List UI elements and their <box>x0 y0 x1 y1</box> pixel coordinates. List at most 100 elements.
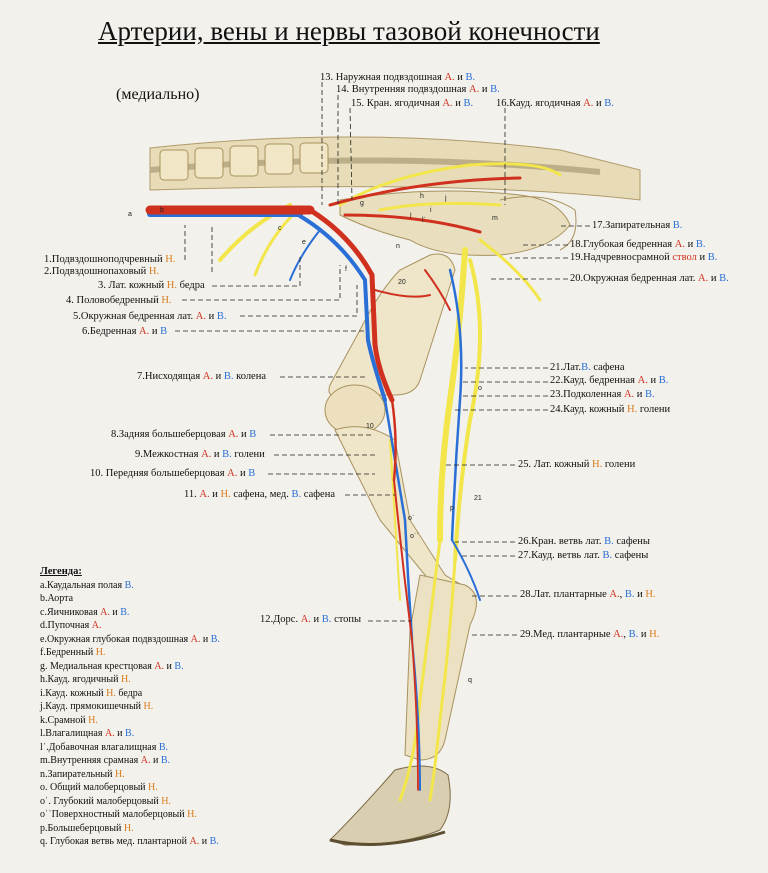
label-part: и <box>708 273 720 284</box>
label-part: m.Внутренняя срамная <box>40 755 141 766</box>
label-part: В. <box>223 371 234 382</box>
label-part: и <box>647 375 659 386</box>
legend-item: d.Пупочная А. <box>40 619 220 633</box>
label-7: 7.Нисходящая А. и В. колена <box>137 371 266 383</box>
label-part: ствол <box>672 252 697 263</box>
legend-item: m.Внутренняя срамная А. и В. <box>40 754 220 768</box>
label-part: k.Срамной <box>40 714 89 726</box>
label-17: 17.Запирательная В. <box>592 220 682 232</box>
label-part: сафена <box>590 362 625 373</box>
label-part: Н. <box>187 809 197 820</box>
label-part: q. Глубокая ветвь мед. плантарной <box>40 836 190 847</box>
label-part: голени <box>231 449 265 460</box>
label-part: бедра <box>177 280 205 291</box>
marker-20: 20 <box>398 279 406 286</box>
label-part: Н. <box>106 687 116 699</box>
label-28: 28.Лат. плантарные А., В. и Н. <box>520 589 656 601</box>
legend-item: b.Аорта <box>40 592 220 606</box>
label-part: А. <box>637 375 648 386</box>
label-part: В. <box>602 550 613 561</box>
label-part: А. <box>199 489 210 500</box>
label-part: и <box>206 311 217 322</box>
label-part: сафены <box>612 550 649 561</box>
label-6: 6.Бедренная А. и В <box>82 326 167 338</box>
label-part: В. <box>672 220 683 231</box>
label-part: В. <box>209 836 219 847</box>
label-part: голени <box>602 459 636 470</box>
legend-item: j.Кауд. прямокишечный Н. <box>40 700 220 714</box>
label-part: колена <box>233 371 266 382</box>
legend-item: q. Глубокая ветвь мед. плантарной А. и В… <box>40 835 220 849</box>
label-part: А. <box>609 589 620 600</box>
marker-o-prime: oˈ <box>408 514 414 522</box>
label-part: 13. Наружная подвздошная <box>320 72 445 83</box>
label-part: n.Запирательный <box>40 768 115 780</box>
label-part: 8.Задняя большеберцовая <box>111 429 229 440</box>
label-part: h.Кауд. ягодичный <box>40 674 121 685</box>
legend-item: h.Кауд. ягодичный Н. <box>40 673 220 687</box>
page-title: Артерии, вены и нервы тазовой конечности <box>98 16 600 46</box>
label-26: 26.Кран. ветвь лат. В. сафены <box>518 536 650 548</box>
legend-item: oˈˈПоверхностный малоберцовый Н. <box>40 808 220 822</box>
legend-item: n.Запирательный Н. <box>40 768 220 782</box>
label-9: 9.Межкостная А. и В. голени <box>135 449 265 461</box>
label-part: 23.Подколенная <box>550 389 624 400</box>
marker-m: m <box>492 215 498 222</box>
legend-item: g. Медиальная крестцовая А. и В. <box>40 660 220 674</box>
label-part: Н. <box>120 674 131 685</box>
legend-item: p.Большеберцовый Н. <box>40 822 220 836</box>
label-part: В <box>248 468 256 479</box>
label-part: А. <box>154 660 165 672</box>
label-part: В. <box>658 375 669 386</box>
label-part: сафены <box>613 536 650 547</box>
label-part: Н. <box>166 280 178 291</box>
label-part: и <box>109 606 121 618</box>
label-part: 9.Межкостная <box>135 449 202 460</box>
metatarsus <box>404 574 477 761</box>
label-19: 19.Надчревносрамной ствол и В. <box>570 252 717 264</box>
label-part: e.Окружная глубокая подвздошная <box>40 633 191 645</box>
label-part: и <box>593 98 605 109</box>
femur <box>328 253 456 397</box>
label-24: 24.Кауд. кожный Н. голени <box>550 404 670 416</box>
label-part: p.Большеберцовый <box>40 822 124 834</box>
label-18: 18.Глубокая бедренная А. и В. <box>570 239 705 251</box>
marker-q: q <box>468 677 472 684</box>
label-part: и <box>237 468 249 479</box>
label-part: Н. <box>165 254 176 265</box>
marker-21: 21 <box>474 495 482 502</box>
label-part: 6.Бедренная <box>82 326 140 337</box>
label-part: А. <box>444 72 455 83</box>
label-part: 11. <box>184 489 200 500</box>
label-part: и <box>211 449 223 460</box>
label-part: a.Каудальная полая <box>40 579 125 591</box>
leader-lines <box>175 82 590 636</box>
label-part: голени <box>637 404 671 415</box>
label-1: 1.Подвздошноподчревный Н. <box>44 254 175 266</box>
label-part: 24.Кауд. кожный <box>550 404 628 415</box>
legend-item: a.Каудальная полая В. <box>40 579 220 593</box>
label-part: 15. Кран. ягодичная <box>351 98 443 109</box>
label-part: 14. Внутренняя подвздошная <box>336 84 470 95</box>
label-2: 2.Подвздошнопаховый Н. <box>44 266 159 278</box>
label-part: бедра <box>115 687 143 699</box>
label-part: 16.Кауд. ягодичная <box>496 98 584 109</box>
label-21: 21.Лат.В. сафена <box>550 362 625 374</box>
marker-c: c <box>278 225 282 232</box>
label-part: Н. <box>161 295 172 306</box>
legend-item: i.Кауд. кожный Н. бедра <box>40 687 220 701</box>
label-part: В. <box>125 728 135 739</box>
label-part: 28.Лат. плантарные <box>520 589 610 600</box>
label-part: А. <box>104 728 115 739</box>
label-part: В. <box>628 629 639 640</box>
label-part: и <box>150 755 161 766</box>
label-part: В. <box>604 536 614 547</box>
label-part: g. Медиальная крестцовая <box>40 660 155 672</box>
label-part: А. <box>201 449 212 460</box>
label-part: А. <box>623 389 635 400</box>
legend-item: oˈ. Глубокий малоберцовый Н. <box>40 795 220 809</box>
label-part: В. <box>174 660 184 672</box>
label-part: d.Пупочная <box>40 620 92 631</box>
label-part: 7.Нисходящая <box>137 371 203 382</box>
label-part: , <box>619 589 625 600</box>
